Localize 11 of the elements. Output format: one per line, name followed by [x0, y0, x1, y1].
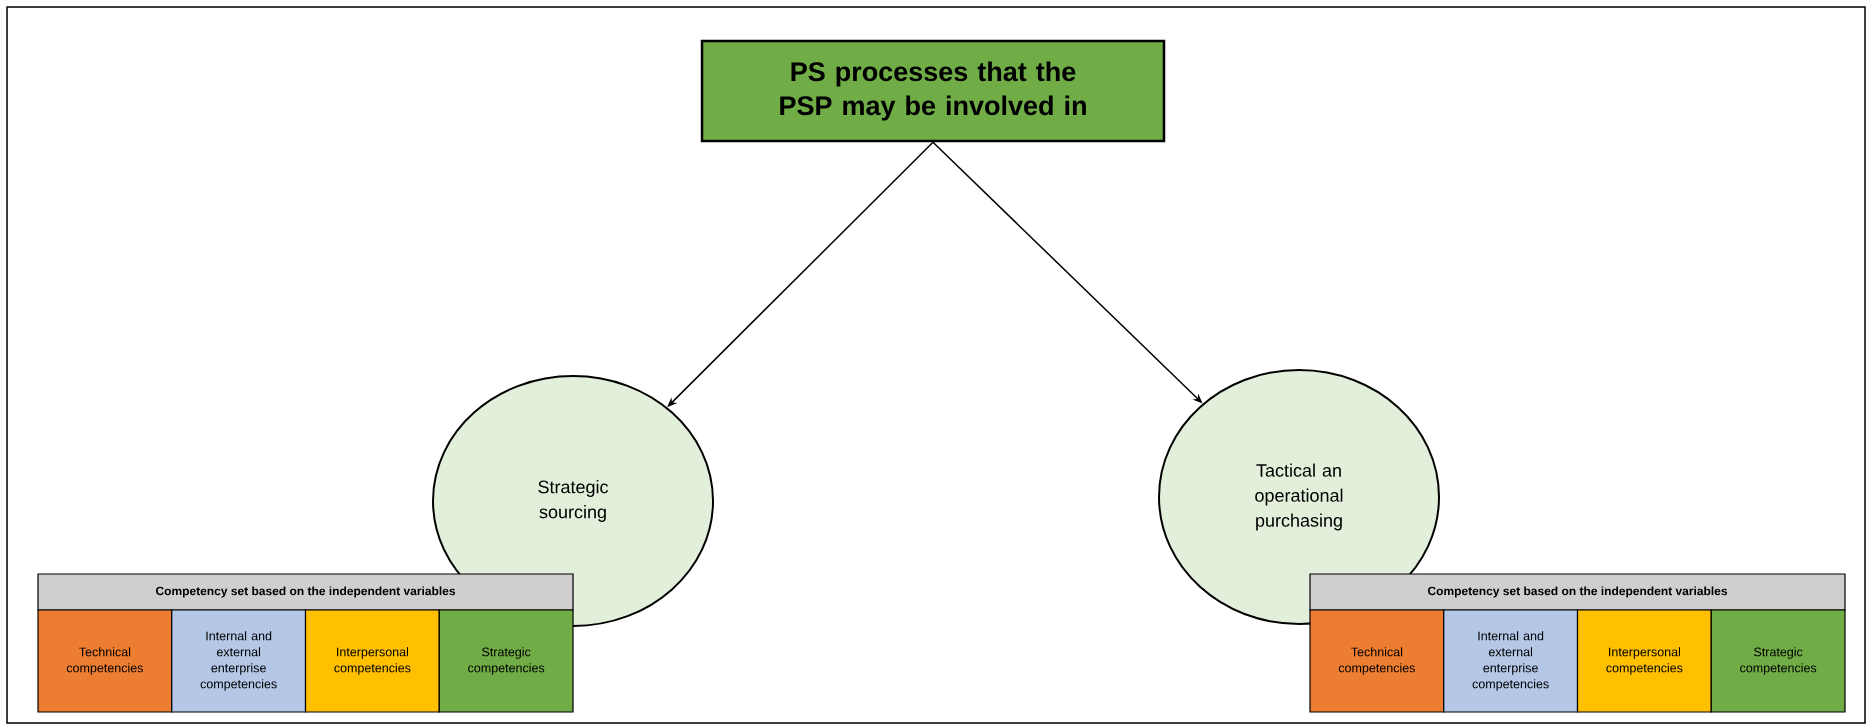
- competency-cell: Strategic competencies: [438, 609, 574, 713]
- competency-cell: Strategic competencies: [1710, 609, 1846, 713]
- table-header-cell: Competency set based on the independent variables: [1309, 573, 1846, 611]
- competency-cell: Technical competencies: [37, 609, 173, 713]
- competency-cell: Technical competencies: [1309, 609, 1445, 713]
- competency-cell: Internal and external enterprise competencies: [1443, 609, 1579, 713]
- competency-cell: Interpersonal competencies: [304, 609, 440, 713]
- table-header-cell: Competency set based on the independent variables: [37, 573, 574, 611]
- process-box: PS processes that the PSP may be involved in: [700, 39, 1166, 143]
- competency-cell: Internal and external enterprise competencies: [171, 609, 307, 713]
- competency-cell: Interpersonal competencies: [1576, 609, 1712, 713]
